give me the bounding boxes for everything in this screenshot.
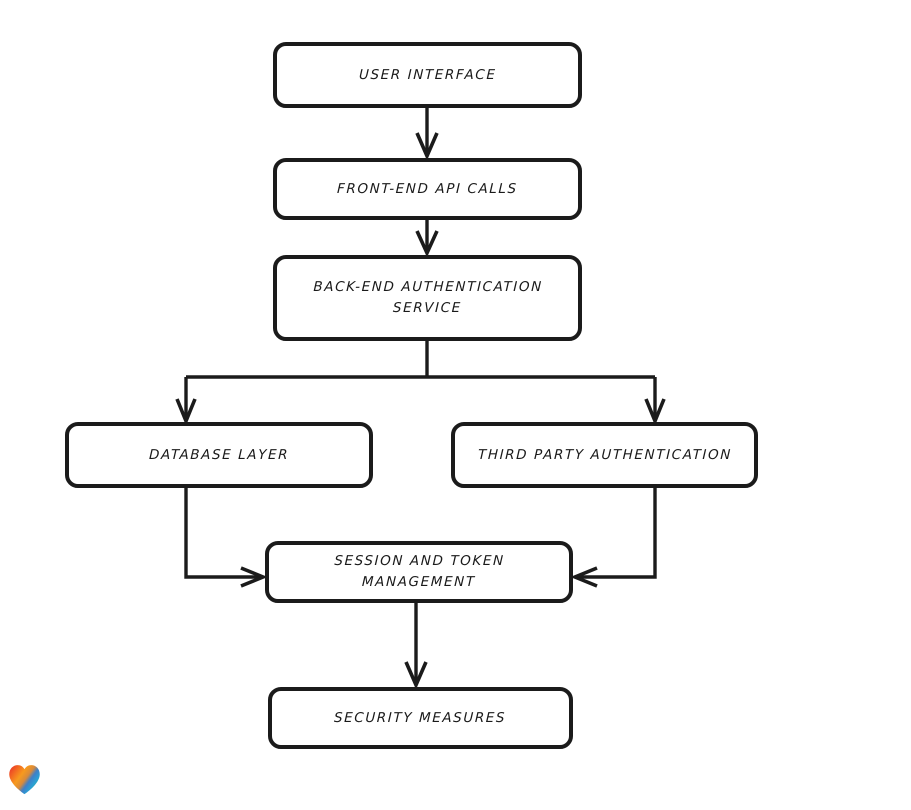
node-front-end-api-calls[interactable]: Front-End API Calls [273, 158, 582, 220]
node-security-measures[interactable]: Security Measures [268, 687, 573, 749]
arrowhead-split-to-database [175, 398, 197, 426]
node-session-and-token-management[interactable]: Session and Token Management [265, 541, 573, 603]
node-back-end-authentication-service[interactable]: Back-End Authentication Service [273, 255, 582, 341]
node-database-layer[interactable]: Database Layer [65, 422, 373, 488]
arrowhead-split-to-thirdparty [644, 398, 666, 426]
edge-database-to-session [184, 488, 263, 579]
node-back-end-authentication-service-label: Back-End Authentication Service [312, 279, 543, 316]
heart-icon [9, 765, 40, 795]
arrowhead-session-to-security [404, 661, 428, 690]
arrowhead-thirdparty-to-session [570, 566, 598, 588]
arrowhead-ui-to-frontend [415, 132, 439, 161]
node-user-interface[interactable]: User Interface [273, 42, 582, 108]
node-security-measures-label: Security Measures [334, 709, 507, 726]
node-third-party-authentication[interactable]: Third Party Authentication [451, 422, 758, 488]
node-front-end-api-calls-label: Front-End API Calls [336, 180, 519, 197]
edge-thirdparty-to-session [575, 488, 657, 579]
arrowhead-frontend-to-backend [415, 230, 439, 258]
arrowhead-database-to-session [240, 566, 268, 588]
node-third-party-authentication-label: Third Party Authentication [477, 446, 732, 463]
node-database-layer-label: Database Layer [148, 446, 290, 463]
node-user-interface-label: User Interface [358, 66, 497, 83]
node-session-and-token-management-label: Session and Token Management [333, 553, 505, 590]
